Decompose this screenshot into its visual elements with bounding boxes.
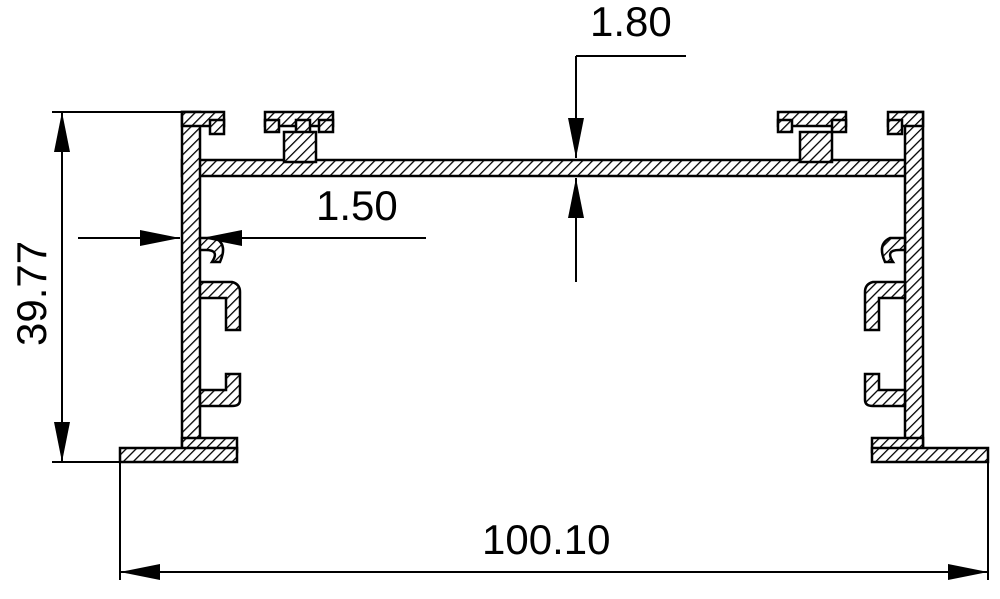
wall-thickness-label: 1.50	[316, 182, 398, 229]
right-top-lip-hook	[886, 118, 904, 136]
left-top-lip-hook	[208, 118, 226, 136]
right-inner-grooves	[863, 236, 925, 454]
dimension-top-thickness: 1.80	[568, 0, 686, 282]
left-wall	[180, 110, 202, 454]
width-label: 100.10	[482, 516, 610, 563]
top-thickness-label: 1.80	[590, 0, 672, 45]
right-bottom-flange	[870, 446, 990, 464]
right-t-rail	[776, 110, 848, 164]
dimension-wall-thickness: 1.50	[78, 182, 426, 246]
right-wall	[903, 110, 925, 454]
aluminium-profile-section	[118, 110, 990, 464]
left-t-rail	[263, 110, 335, 164]
left-bottom-flange	[118, 446, 239, 464]
dimension-height: 39.77	[8, 111, 182, 463]
height-label: 39.77	[8, 241, 55, 346]
dimension-width: 100.10	[119, 462, 989, 580]
